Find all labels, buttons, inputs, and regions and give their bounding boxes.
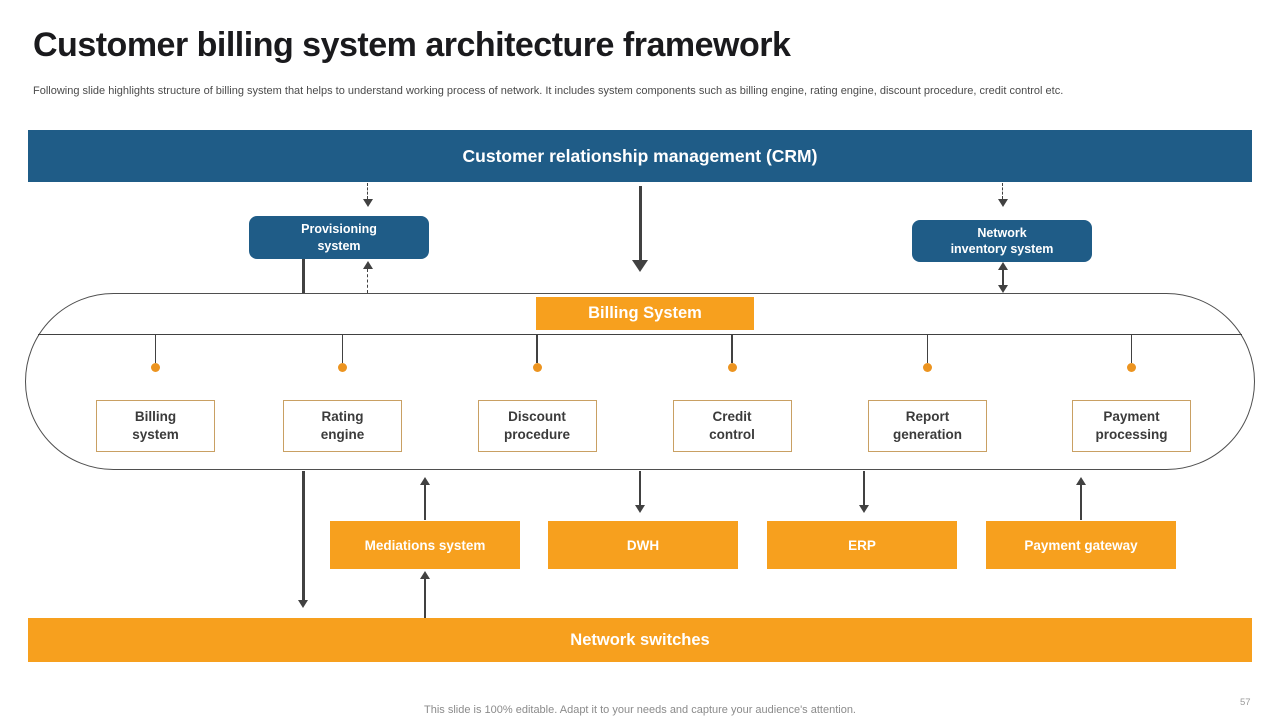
arrow-container-to-erp-head xyxy=(858,505,869,513)
arrow-container-to-erp-line xyxy=(863,471,865,506)
connector-dot xyxy=(727,363,737,372)
external-system-label: Payment gateway xyxy=(1024,537,1138,553)
connector-drop xyxy=(926,335,929,363)
component-label: Discount procedure xyxy=(503,408,571,442)
arrow-to-switches-head xyxy=(297,600,308,608)
page-subtitle: Following slide highlights structure of … xyxy=(33,85,1064,97)
component-label: Payment processing xyxy=(1095,408,1168,442)
provisioning-system-label: Provisioning system xyxy=(301,222,377,253)
connector-dot xyxy=(923,363,932,372)
arrow-inventory-line xyxy=(1002,269,1004,287)
arrow-crm-to-provisioning-head xyxy=(362,199,373,207)
component-label: Report generation xyxy=(892,408,962,442)
arrow-crm-to-billing-head xyxy=(632,260,648,272)
arrow-container-to-provisioning-head xyxy=(362,261,373,269)
external-system-mediations: Mediations system xyxy=(330,521,520,569)
network-inventory-system-label: Network inventory system xyxy=(950,225,1054,256)
connector-dot xyxy=(532,363,542,372)
connector-dot xyxy=(1127,363,1136,372)
external-system-payment-gateway: Payment gateway xyxy=(986,521,1176,569)
connector-drop xyxy=(731,335,733,363)
crm-label: Customer relationship management (CRM) xyxy=(462,145,818,166)
arrow-mediations-to-container-head xyxy=(419,477,430,485)
arrow-crm-to-billing-line xyxy=(638,186,642,261)
line-provisioning-to-switches xyxy=(301,471,305,601)
billing-system-header-label: Billing System xyxy=(588,304,702,322)
component-label: Rating engine xyxy=(320,408,365,442)
component-discount-procedure: Discount procedure xyxy=(477,400,597,452)
arrow-inventory-up-head xyxy=(997,262,1008,270)
network-switches-label: Network switches xyxy=(570,630,710,649)
arrow-container-to-dwh-line xyxy=(639,471,641,506)
network-inventory-system-node: Network inventory system xyxy=(912,220,1092,262)
component-bus-line xyxy=(38,334,1242,336)
external-system-erp: ERP xyxy=(767,521,957,569)
line-provisioning-to-container xyxy=(301,259,305,293)
external-system-dwh: DWH xyxy=(548,521,738,569)
arrow-switches-to-mediations-line xyxy=(424,579,426,618)
external-system-label: ERP xyxy=(848,537,876,553)
arrow-gateway-to-container-head xyxy=(1075,477,1086,485)
provisioning-system-node: Provisioning system xyxy=(249,216,429,259)
component-report-generation: Report generation xyxy=(868,400,987,452)
component-payment-processing: Payment processing xyxy=(1072,400,1191,452)
component-credit-control: Credit control xyxy=(672,400,792,452)
arrow-container-to-provisioning-line xyxy=(367,269,368,293)
arrow-inventory-down-head xyxy=(997,285,1008,293)
component-label: Billing system xyxy=(132,408,179,442)
crm-banner: Customer relationship management (CRM) xyxy=(28,130,1252,182)
connector-dot xyxy=(151,363,160,372)
external-system-label: Mediations system xyxy=(364,537,486,553)
component-billing-system: Billing system xyxy=(96,400,215,452)
billing-system-header: Billing System xyxy=(536,297,754,330)
external-system-label: DWH xyxy=(626,537,660,553)
connector-drop xyxy=(1130,335,1133,363)
arrow-crm-to-inventory-head xyxy=(997,199,1008,207)
connector-dot xyxy=(338,363,347,372)
arrow-mediations-to-container-line xyxy=(424,485,426,520)
component-label: Credit control xyxy=(709,408,755,442)
arrow-gateway-to-container-line xyxy=(1080,485,1082,520)
billing-system-boundary xyxy=(25,293,1255,470)
network-switches-banner: Network switches xyxy=(28,618,1252,662)
connector-drop xyxy=(154,335,157,363)
arrow-container-to-dwh-head xyxy=(634,505,645,513)
connector-drop xyxy=(536,335,538,363)
page-number: 57 xyxy=(1240,697,1251,708)
connector-drop xyxy=(341,335,344,363)
arrow-crm-to-inventory-line xyxy=(1002,183,1003,199)
arrow-switches-to-mediations-head xyxy=(419,571,430,579)
page-title: Customer billing system architecture fra… xyxy=(33,26,791,64)
component-rating-engine: Rating engine xyxy=(283,400,402,452)
arrow-crm-to-provisioning-line xyxy=(367,183,368,199)
footer-note: This slide is 100% editable. Adapt it to… xyxy=(424,704,856,716)
